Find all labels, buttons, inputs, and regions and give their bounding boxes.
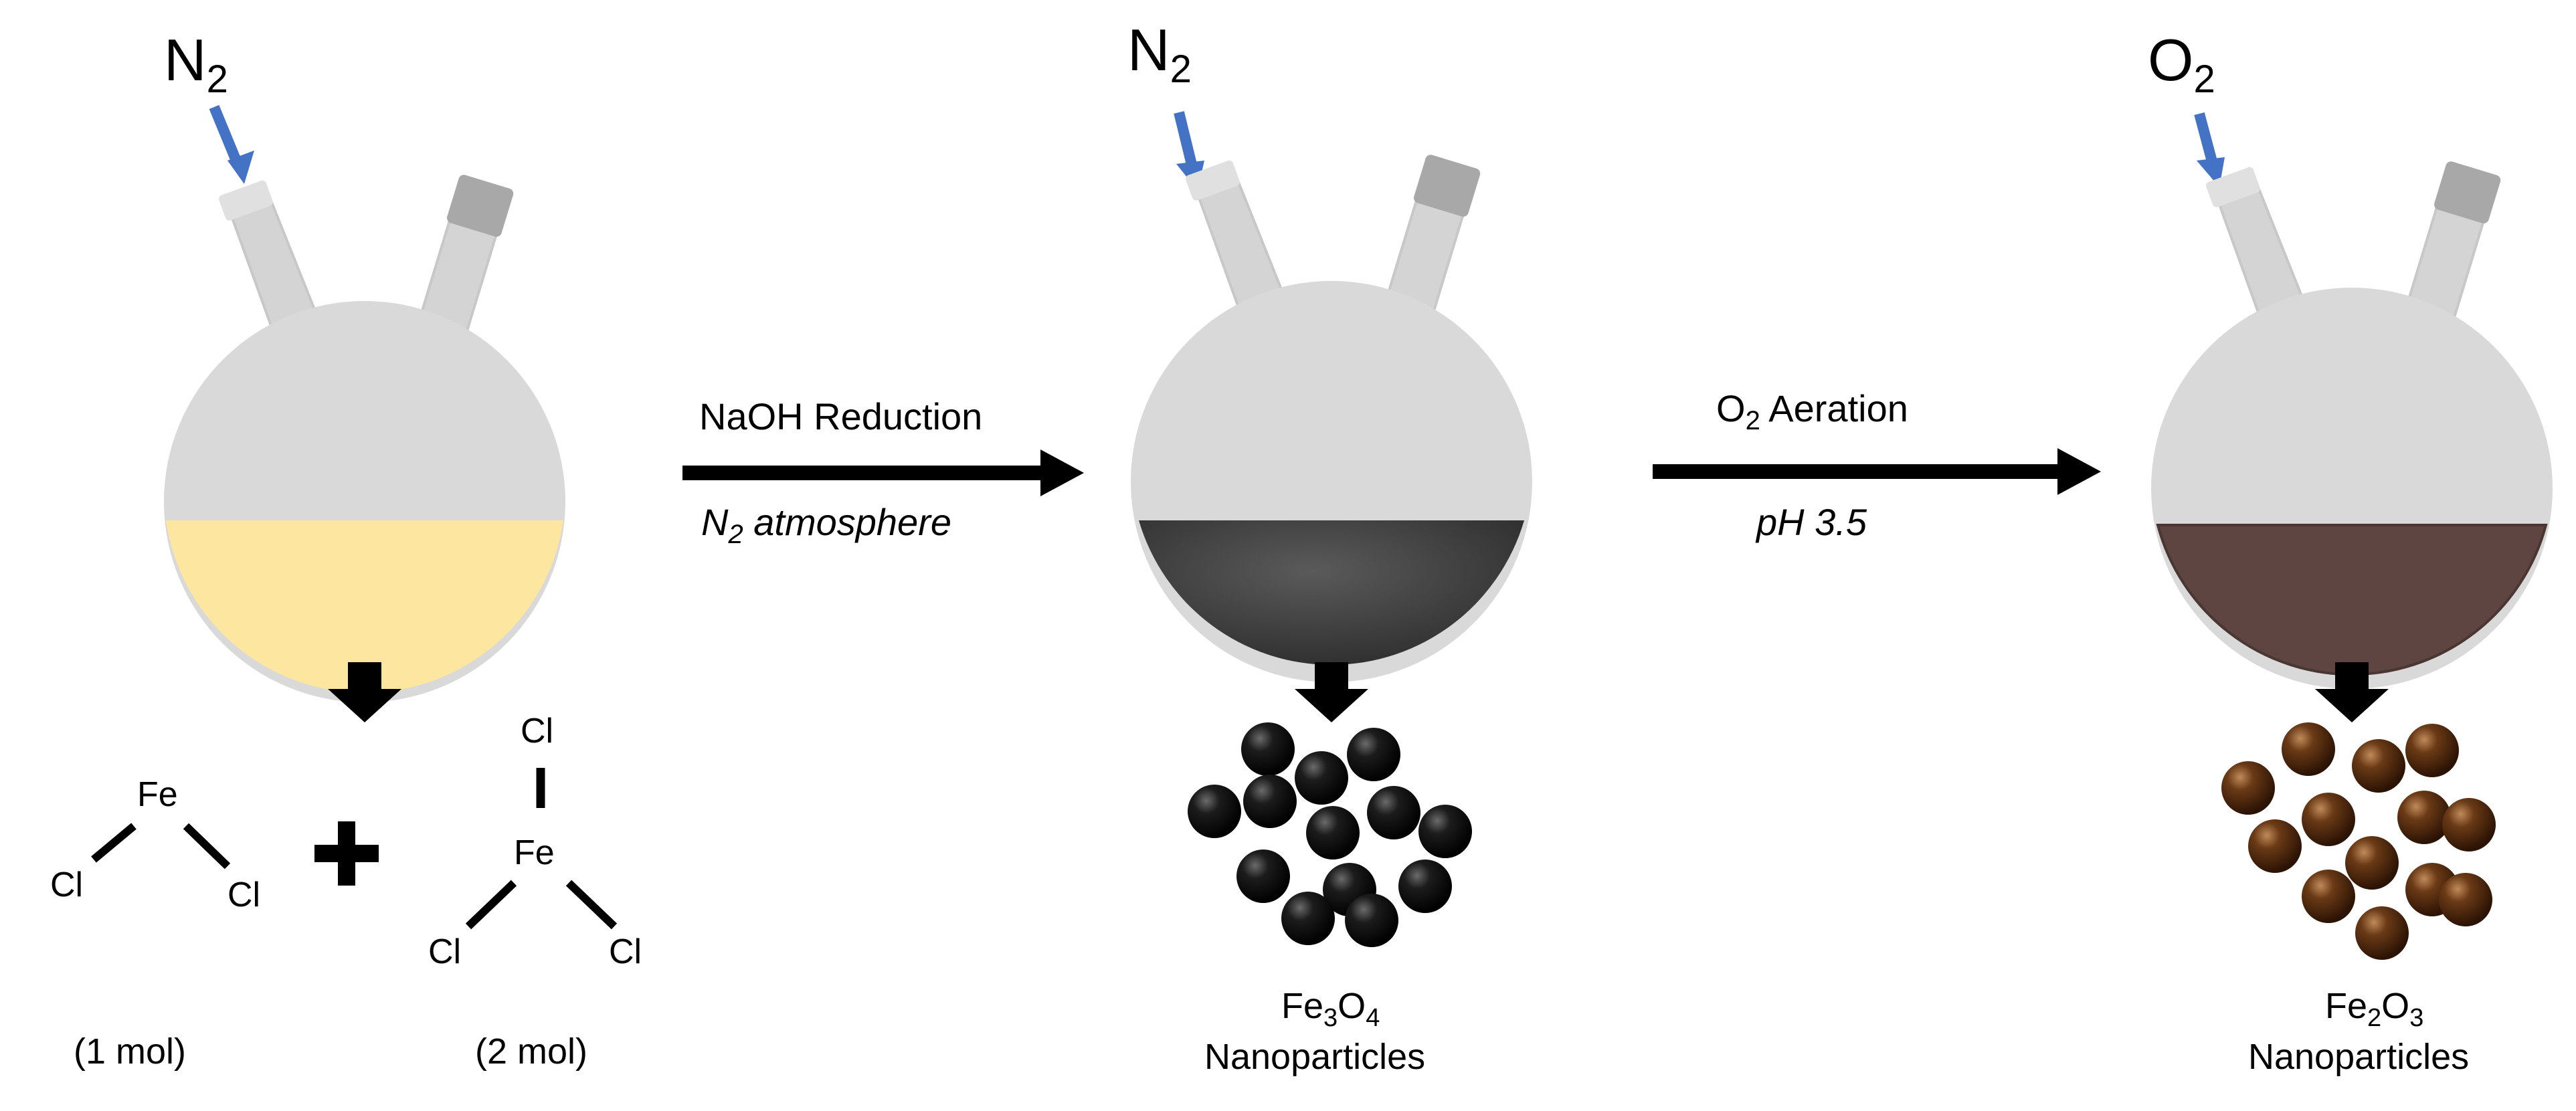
gas-inlet-arrow-1 [209, 104, 243, 167]
fe3o4-nanoparticles-label: Nanoparticles [1204, 1037, 1425, 1077]
svg-text:Cl: Cl [428, 932, 461, 971]
fe3o4-label: Fe3O4 [1281, 986, 1380, 1032]
step-1-arrow-shaft [682, 466, 1044, 480]
flask-3: O2 Fe2O3 Nanoparticles [2148, 27, 2554, 1077]
gas-inlet-arrowhead-1 [227, 150, 254, 184]
down-arrow-1 [328, 662, 401, 722]
fecl2-structure: Fe Cl Cl [50, 775, 260, 914]
reaction-step-1: NaOH Reduction N2 atmosphere [682, 395, 1084, 549]
gas-label-2: N2 [1127, 17, 1192, 91]
svg-text:Cl: Cl [227, 876, 260, 914]
gas-inlet-arrow-3 [2194, 112, 2218, 166]
gas-label-3: O2 [2148, 27, 2215, 101]
svg-text:N2: N2 [164, 27, 228, 101]
flask-2: N2 Fe3O4 Nanoparticles [1127, 17, 1534, 1077]
fecl3-amount: (2 mol) [475, 1031, 587, 1072]
svg-text:N2: N2 [1127, 17, 1192, 91]
fe3o4-particles [1188, 722, 1472, 947]
plus-sign [314, 821, 379, 886]
down-arrow-3 [2315, 662, 2389, 722]
step-1-bottom-label: N2 atmosphere [701, 501, 951, 549]
step-1-arrowhead [1040, 449, 1084, 496]
fe2o3-label: Fe2O3 [2325, 986, 2423, 1032]
svg-text:Cl: Cl [521, 712, 553, 750]
reaction-step-2: O2 Aeration pH 3.5 [1653, 387, 2101, 543]
step-1-top-label: NaOH Reduction [699, 395, 982, 437]
flask-1: N2 [163, 27, 567, 722]
fecl2-amount: (1 mol) [74, 1031, 186, 1072]
step-2-top-label: O2 Aeration [1716, 387, 1908, 435]
gas-label-1: N2 [164, 27, 228, 101]
step-2-arrowhead [2057, 448, 2101, 495]
step-2-arrow-shaft [1653, 464, 2061, 479]
flask-liquid-3 [2156, 524, 2548, 676]
flask-liquid-2 [1139, 520, 1524, 665]
gas-inlet-arrow-2 [1174, 111, 1198, 169]
fe2o3-particles [2221, 722, 2496, 960]
svg-text:O2: O2 [2148, 27, 2215, 101]
fe2o3-nanoparticles-label: Nanoparticles [2248, 1037, 2469, 1077]
down-arrow-2 [1295, 662, 1368, 722]
svg-text:Cl: Cl [50, 866, 83, 904]
flask-liquid-1 [166, 520, 563, 693]
fecl3-structure: Cl Fe Cl Cl [428, 712, 642, 971]
step-2-bottom-label: pH 3.5 [1755, 501, 1867, 543]
svg-text:Fe: Fe [137, 775, 178, 814]
svg-text:Cl: Cl [609, 932, 642, 971]
svg-text:Fe: Fe [514, 833, 555, 872]
